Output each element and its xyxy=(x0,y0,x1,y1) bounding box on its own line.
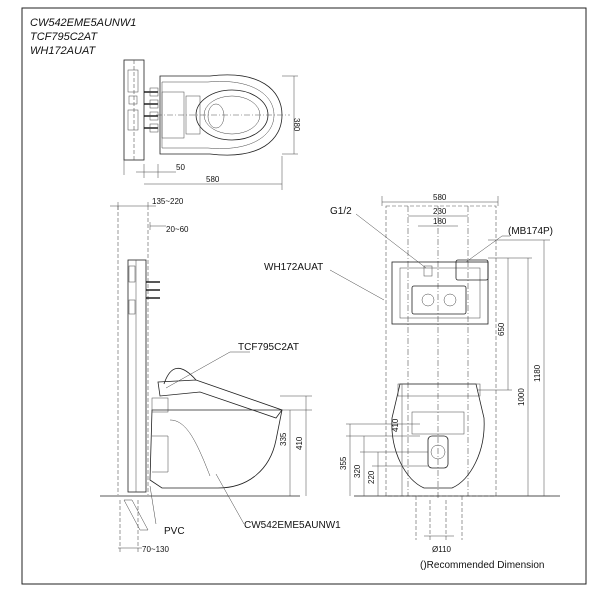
dim-front-410: 410 xyxy=(391,418,400,432)
side-view: 135~220 20~60 TCF795C2AT CW542E xyxy=(100,197,341,554)
label-side-pvc: PVC xyxy=(164,526,185,537)
dim-side-recess: 20~60 xyxy=(166,225,189,234)
dim-side-frame-depth: 135~220 xyxy=(152,197,184,206)
dim-side-pipe-offset: 70~130 xyxy=(142,545,169,554)
dim-front-frame-width: 580 xyxy=(433,193,447,202)
dim-top-width: 580 xyxy=(206,175,220,184)
dim-front-320: 320 xyxy=(353,464,362,478)
dim-front-355: 355 xyxy=(339,456,348,470)
title-model-bowl: CW542EME5AUNW1 xyxy=(30,17,136,29)
dim-front-230: 230 xyxy=(433,207,447,216)
front-view: 580 230 180 Ø110 xyxy=(264,193,560,554)
dim-side-seat-height: 410 xyxy=(295,436,304,450)
dim-front-1180: 1180 xyxy=(533,364,542,382)
dim-top-depth: 380 xyxy=(292,118,301,132)
dim-top-offset: 50 xyxy=(176,163,185,172)
title-model-seat: TCF795C2AT xyxy=(30,31,98,43)
dim-front-180: 180 xyxy=(433,217,447,226)
recommended-dimension-note: ()Recommended Dimension xyxy=(420,560,545,571)
dim-side-rim-height: 335 xyxy=(279,432,288,446)
dim-front-650: 650 xyxy=(497,322,506,336)
dim-front-220: 220 xyxy=(367,470,376,484)
drawing-border xyxy=(21,7,587,585)
dim-front-1000: 1000 xyxy=(517,388,526,406)
title-model-frame: WH172AUAT xyxy=(30,45,96,57)
label-side-bowl: CW542EME5AUNW1 xyxy=(244,520,341,531)
top-view: 380 50 580 xyxy=(123,59,301,190)
label-front-plate: (MB174P) xyxy=(508,226,553,237)
label-front-inlet: G1/2 xyxy=(330,206,352,217)
label-front-frame: WH172AUAT xyxy=(264,262,323,273)
label-side-seat: TCF795C2AT xyxy=(238,342,299,353)
dim-front-diameter: Ø110 xyxy=(432,545,452,554)
